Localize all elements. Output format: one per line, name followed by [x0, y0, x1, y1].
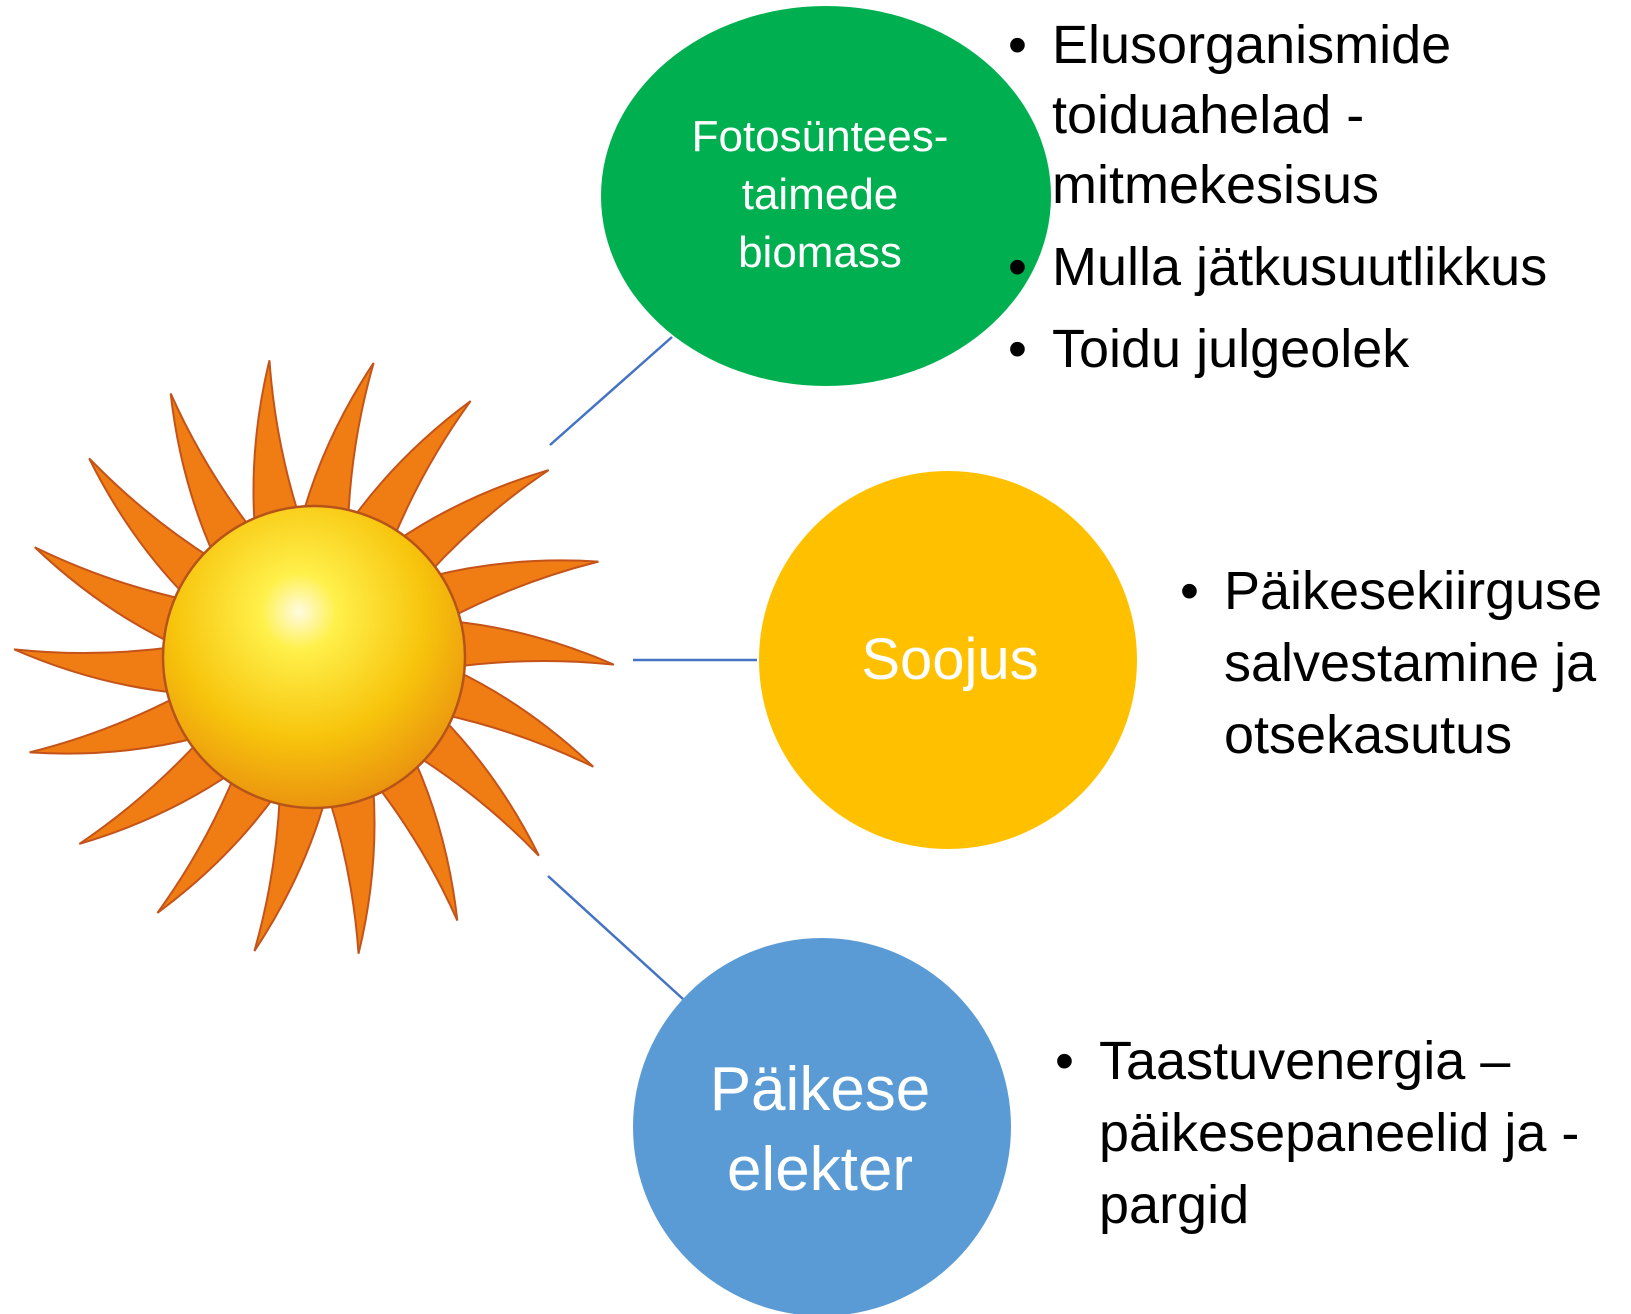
bullet-item: • Elusorganismide toiduahelad - mitmekesi… [1008, 10, 1628, 220]
heat-bullet-list: • Päikesekiirguse salvestamine ja otsekas… [1180, 555, 1630, 771]
bullet-dot-icon: • [1008, 314, 1027, 384]
sun-ray [302, 363, 374, 521]
electricity-label: Päikese elekter [630, 1040, 1010, 1220]
heat-label: Soojus [760, 600, 1140, 720]
sun-ray [14, 647, 179, 693]
bullet-item: • Mulla jätkusuutlikkus [1008, 232, 1628, 302]
sun-ray [254, 793, 326, 951]
connector-line-photosynthesis [550, 337, 672, 445]
bullet-text: Elusorganismide toiduahelad - mitmekesis… [1052, 15, 1451, 215]
bullet-item: • Päikesekiirguse salvestamine ja otsekas… [1180, 555, 1630, 771]
connector-line-electricity [548, 876, 683, 999]
sun-ray [328, 784, 374, 954]
electricity-bullet-list: • Taastuvenergia – päikesepaneelid ja -pa… [1055, 1025, 1625, 1241]
sun-ray [449, 621, 614, 667]
photosynthesis-label: Fotosüntees- taimede biomass [640, 95, 1000, 295]
sun-icon [14, 360, 614, 953]
photosynthesis-bullet-list: • Elusorganismide toiduahelad - mitmekesi… [1008, 10, 1628, 396]
sun-ray [253, 360, 299, 530]
bullet-text: Toidu julgeolek [1052, 319, 1409, 379]
bullet-item: • Taastuvenergia – päikesepaneelid ja -pa… [1055, 1025, 1625, 1241]
bullet-text: Päikesekiirguse salvestamine ja otsekasu… [1224, 561, 1602, 765]
bullet-item: • Toidu julgeolek [1008, 314, 1628, 384]
bullet-dot-icon: • [1008, 10, 1027, 80]
bullet-dot-icon: • [1055, 1025, 1074, 1097]
sun-core [163, 506, 465, 808]
bullet-dot-icon: • [1008, 232, 1027, 302]
bullet-text: Taastuvenergia – päikesepaneelid ja -par… [1099, 1031, 1579, 1235]
bullet-dot-icon: • [1180, 555, 1199, 627]
bullet-text: Mulla jätkusuutlikkus [1052, 237, 1547, 297]
